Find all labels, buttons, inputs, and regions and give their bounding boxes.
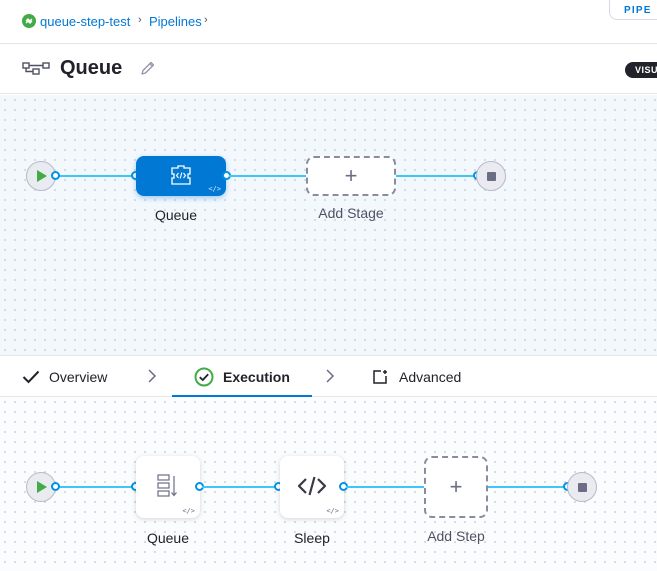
step-label-sleep: Sleep: [294, 530, 330, 546]
page-title: Queue: [60, 57, 123, 79]
add-step-label: Add Step: [427, 528, 485, 544]
pipeline-end-node: [476, 161, 506, 191]
corner-badge-label: PIPE: [624, 5, 652, 16]
step-connector-line: [488, 486, 568, 488]
connector-port: [51, 171, 60, 180]
connector-port: [51, 482, 60, 491]
stage-connector-line: [58, 175, 136, 177]
step-connector-line: [202, 486, 280, 488]
add-stage-button[interactable]: +: [306, 156, 396, 196]
stop-icon: [578, 483, 587, 492]
edit-pencil-icon[interactable]: [140, 60, 156, 81]
yaml-code-icon: </>: [182, 507, 195, 515]
breadcrumb-pipelines[interactable]: Pipelines: [149, 13, 202, 29]
breadcrumb-project-label: queue-step-test: [40, 13, 131, 29]
chevron-right-icon: [325, 368, 335, 389]
yaml-code-icon: </>: [208, 185, 221, 193]
yaml-code-icon: </>: [326, 507, 339, 515]
execution-end-node: [567, 472, 597, 502]
step-node-queue[interactable]: </>: [136, 456, 200, 518]
plus-icon: +: [449, 474, 463, 499]
add-stage-label: Add Stage: [318, 205, 384, 221]
stage-canvas[interactable]: [0, 95, 657, 355]
play-icon: [37, 481, 47, 493]
code-icon: [297, 475, 327, 502]
tab-advanced-label: Advanced: [399, 368, 462, 385]
pipeline-header: Queue VISU: [0, 44, 657, 94]
play-icon: [37, 170, 47, 182]
breadcrumb-project[interactable]: queue-step-test: [22, 13, 130, 29]
stop-icon: [487, 172, 496, 181]
step-connector-line: [58, 486, 136, 488]
execution-start-node: [26, 472, 56, 502]
step-node-sleep[interactable]: </>: [280, 456, 344, 518]
tab-execution-label: Execution: [223, 368, 290, 385]
stage-node-queue[interactable]: </>: [136, 156, 226, 196]
step-label-queue: Queue: [146, 530, 190, 546]
checkmark-icon: [22, 370, 40, 384]
check-circle-icon: [194, 367, 214, 387]
step-connector-line: [346, 486, 424, 488]
tab-execution[interactable]: Execution: [194, 356, 290, 397]
breadcrumb-chevron-icon: ›: [138, 14, 142, 26]
execution-canvas[interactable]: [0, 397, 657, 571]
settings-box-icon: [372, 369, 388, 385]
project-logo-icon: [22, 14, 36, 28]
tab-overview-label: Overview: [49, 368, 108, 385]
visual-toggle-button[interactable]: VISU: [625, 62, 657, 78]
stage-connector-line: [229, 175, 307, 177]
stage-connector-line: [396, 175, 478, 177]
active-tab-indicator: [172, 395, 312, 397]
pipeline-corner-badge: PIPE: [609, 0, 657, 20]
tab-overview[interactable]: Overview: [22, 356, 107, 397]
pipeline-icon: [22, 60, 50, 83]
pipeline-tabs: Overview Execution Advanced: [0, 355, 657, 397]
breadcrumb-pipelines-label: Pipelines: [149, 13, 202, 29]
add-step-button[interactable]: +: [424, 456, 488, 518]
tab-advanced[interactable]: Advanced: [372, 356, 461, 397]
breadcrumb-chevron-icon: ›: [204, 14, 208, 26]
visual-toggle-label: VISU: [635, 65, 657, 75]
chevron-right-icon: [147, 368, 157, 389]
breadcrumb-bar: queue-step-test › Pipelines › PIPE: [0, 0, 657, 44]
queue-icon: [156, 473, 180, 504]
plus-icon: +: [344, 163, 358, 188]
stage-label-queue: Queue: [154, 207, 198, 223]
code-puzzle-icon: [169, 164, 193, 191]
